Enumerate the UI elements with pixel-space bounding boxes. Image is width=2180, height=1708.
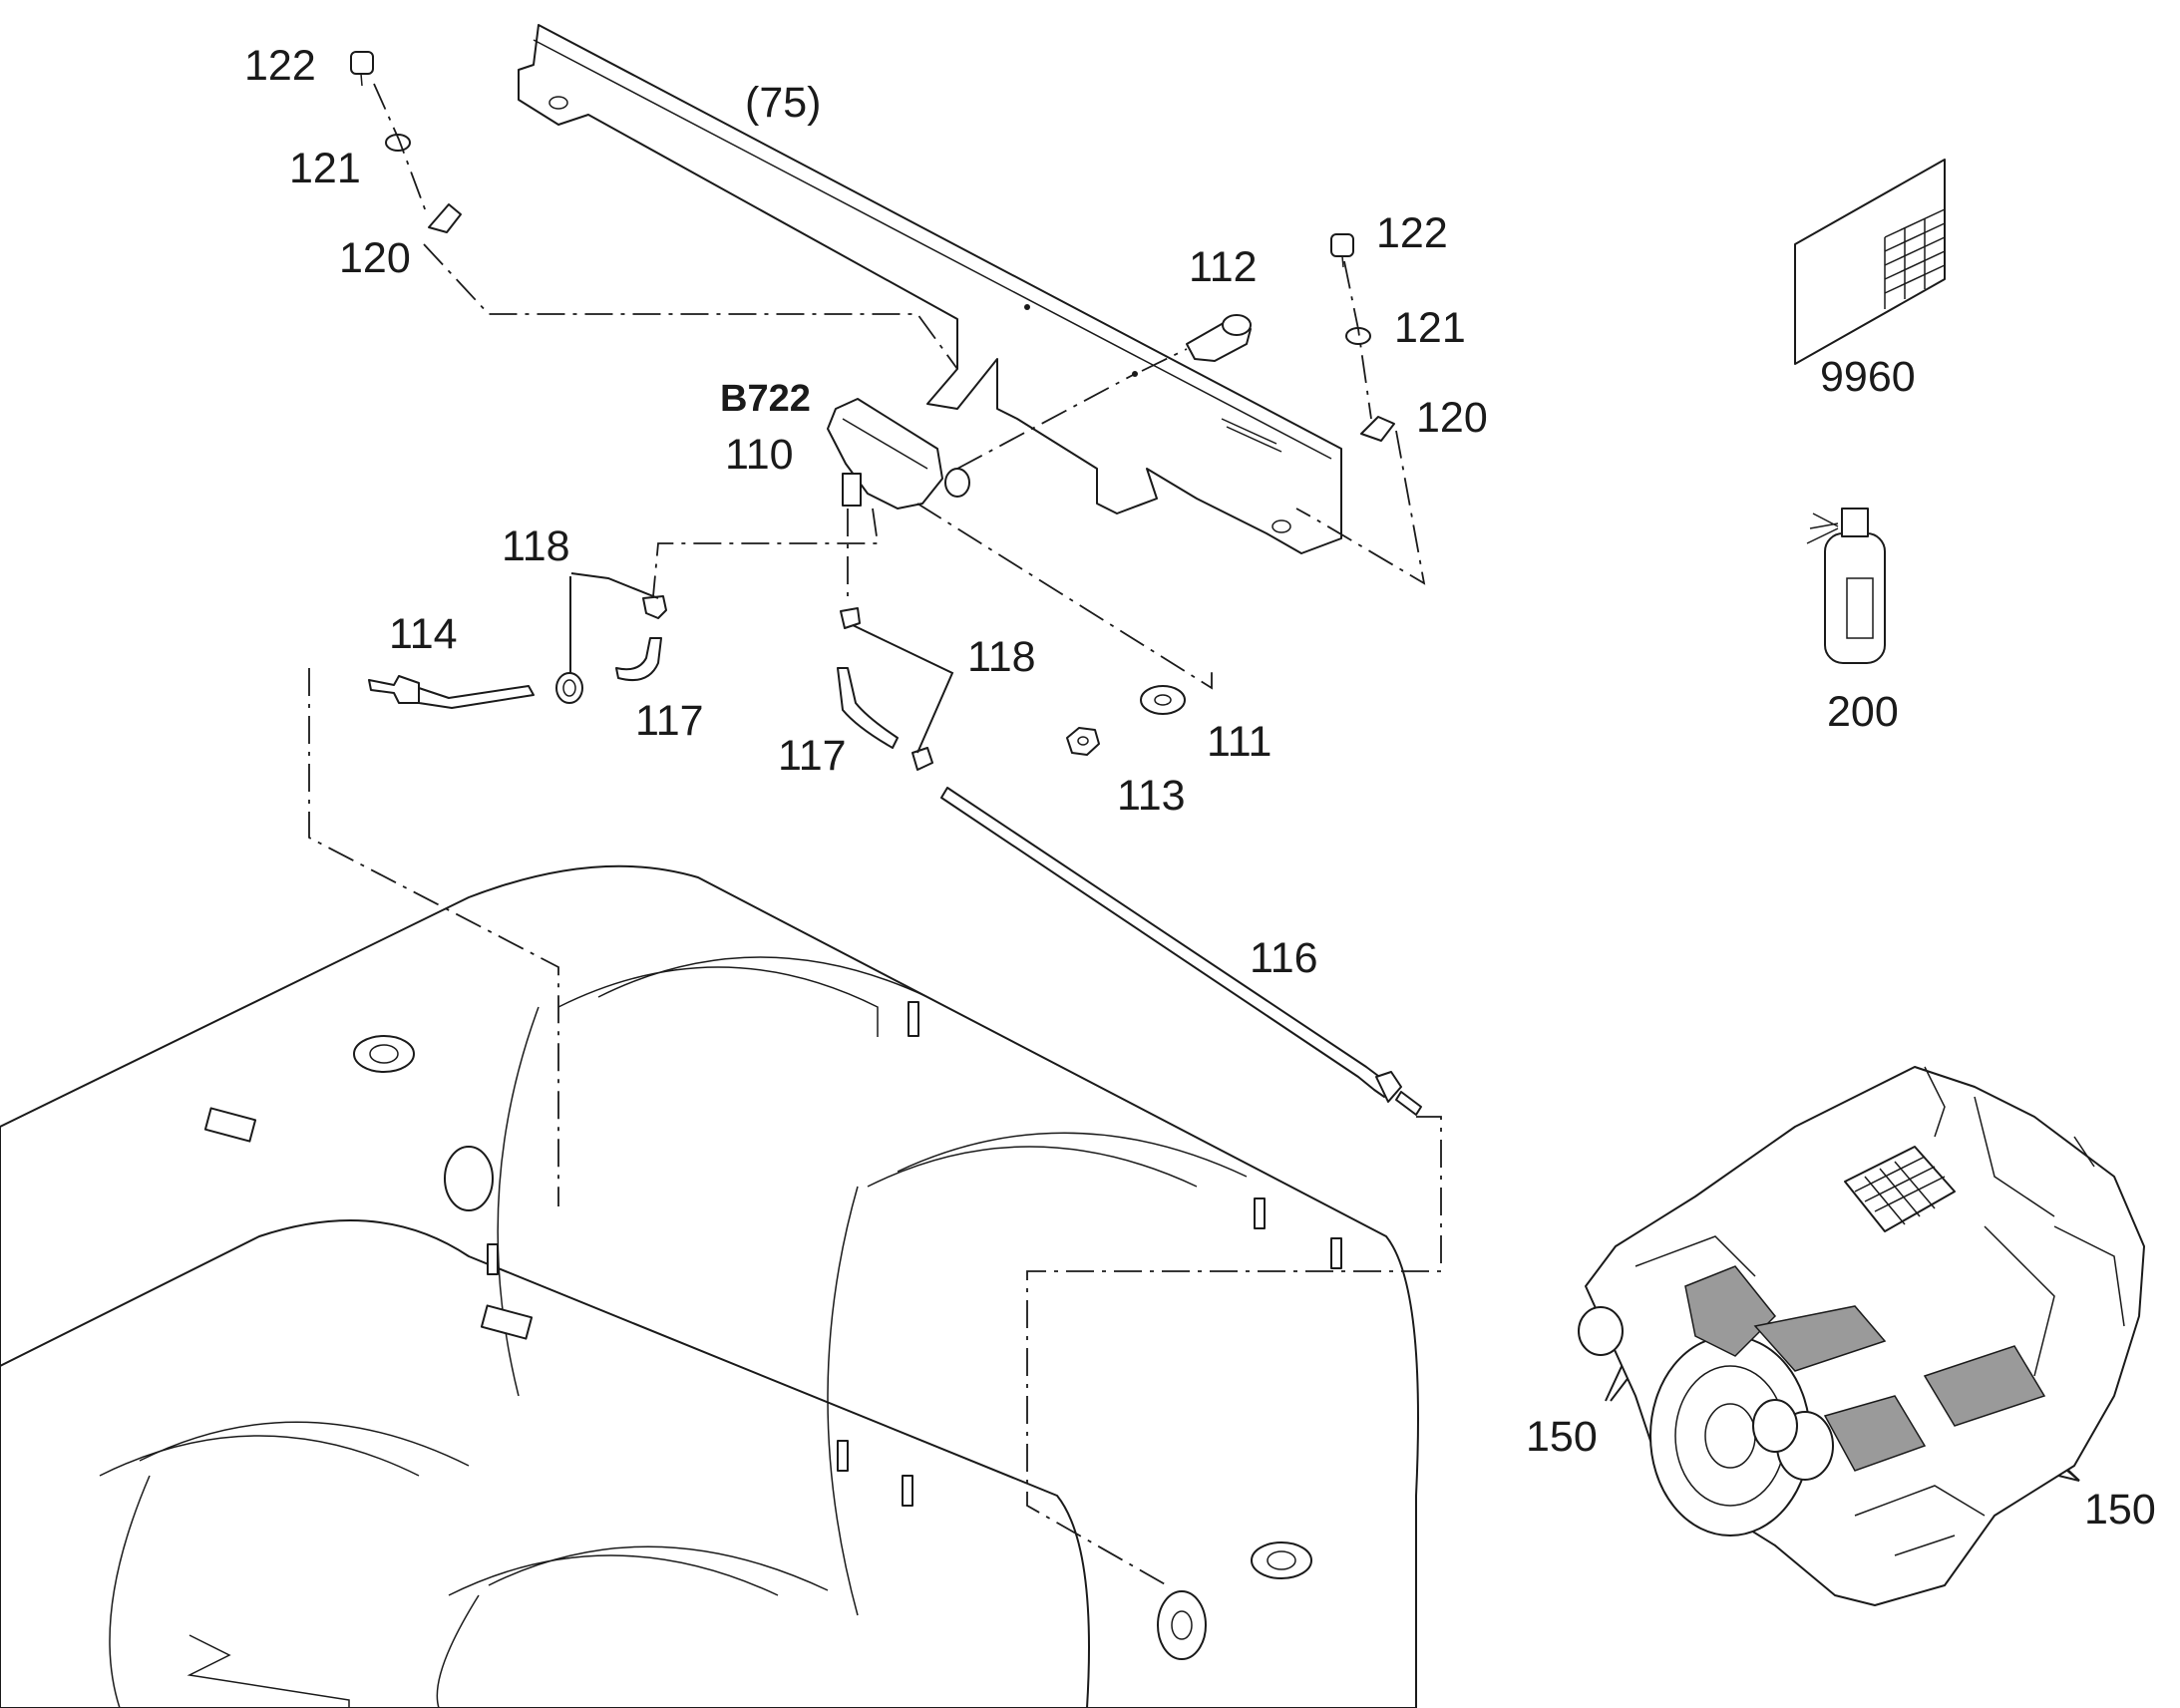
- document-9960: [1794, 159, 1946, 365]
- callout-120-right: 120: [1416, 394, 1488, 442]
- nut-113: [1066, 727, 1100, 756]
- hose-117-left: [615, 637, 662, 682]
- washer-121-left: [385, 134, 411, 152]
- mounting-bracket: [518, 24, 1342, 554]
- callout-117-left: 117: [635, 697, 704, 745]
- callout-122-right: 122: [1376, 209, 1448, 257]
- clamp-118-right: [911, 747, 933, 771]
- callout-150-left: 150: [1526, 1413, 1598, 1461]
- callout-116: 116: [1250, 934, 1318, 982]
- reference-lines: [308, 83, 1442, 1586]
- callout-118-right: 118: [967, 633, 1036, 681]
- callout-122-left: 122: [244, 42, 316, 90]
- washer-111: [1140, 685, 1186, 715]
- fuel-tank-assembly: [0, 864, 1419, 1708]
- callout-150-right: 150: [2084, 1486, 2156, 1534]
- engine-illustration: [1578, 1066, 2145, 1606]
- hose-117-right: [837, 667, 899, 749]
- clip-120-left: [428, 203, 462, 233]
- spray-bottle-200: [1806, 508, 1886, 664]
- callout-121-right: 121: [1394, 304, 1466, 352]
- callout-113: 113: [1117, 772, 1186, 820]
- bolt-122-left: [350, 51, 374, 87]
- callout-200: 200: [1827, 688, 1899, 736]
- callout-110: 110: [725, 431, 794, 479]
- callout-b722: B722: [720, 378, 811, 420]
- callout-114: 114: [389, 610, 458, 658]
- clamp-118-mid: [840, 607, 861, 629]
- callout-75: (75): [745, 79, 821, 127]
- pipe-114: [368, 675, 535, 709]
- pressure-sensor-b722: [827, 398, 970, 510]
- clamp-118-top: [642, 595, 667, 619]
- callout-111: 111: [1207, 718, 1272, 766]
- pipe-116: [940, 787, 1422, 1116]
- callout-120-left: 120: [339, 234, 411, 282]
- callout-118-left: 118: [502, 522, 570, 570]
- callout-121-left: 121: [289, 145, 361, 192]
- clamp-118-left: [555, 672, 583, 704]
- bolt-112: [1186, 314, 1252, 362]
- callout-labels: 122 121 120 (75) 112 122 121 120 B722 11…: [244, 42, 2156, 1534]
- clip-120-right: [1360, 416, 1395, 442]
- bolt-122-right: [1330, 233, 1354, 268]
- callout-112: 112: [1189, 243, 1258, 291]
- callout-9960: 9960: [1820, 353, 1916, 401]
- callout-117-right: 117: [778, 732, 847, 780]
